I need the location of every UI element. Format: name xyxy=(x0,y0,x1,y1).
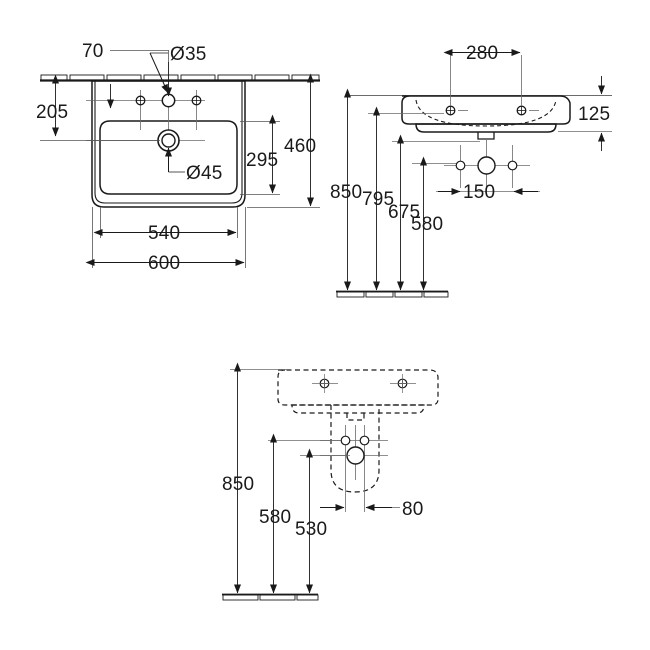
side-dim-580: 580 xyxy=(259,433,340,594)
plan-dim-460-label: 460 xyxy=(284,136,316,157)
plan-dim-295: 295 xyxy=(240,114,280,195)
plan-dia35-label: Ø35 xyxy=(170,44,207,65)
side-tap-hole-right xyxy=(390,374,416,393)
front-tap-hole-right xyxy=(516,55,539,116)
plan-wall-line xyxy=(40,74,320,82)
front-dim-675-label: 675 xyxy=(388,202,420,223)
side-view: 850 580 530 80 xyxy=(222,362,439,601)
front-dim-795-label: 795 xyxy=(362,189,394,210)
front-dim-280-label: 280 xyxy=(466,43,498,64)
plan-dim-295-label: 295 xyxy=(246,150,278,171)
front-dim-125: 125 xyxy=(558,76,612,151)
plan-leader-dia45: Ø45 xyxy=(165,147,223,184)
side-dim-580-label: 580 xyxy=(259,507,291,528)
front-connections xyxy=(444,140,530,190)
side-dim-530: 530 xyxy=(295,448,350,594)
front-dim-150: 150 xyxy=(436,182,540,203)
front-dim-580: 580 xyxy=(411,156,456,291)
front-basin-outline xyxy=(401,95,571,133)
side-tap-hole-left xyxy=(312,374,338,393)
front-floor-line xyxy=(336,290,449,298)
plan-dim-70-label: 70 xyxy=(82,41,104,62)
front-dim-125-label: 125 xyxy=(578,104,610,125)
front-dim-150-label: 150 xyxy=(463,182,495,203)
plan-dim-600: 600 xyxy=(85,207,246,274)
plan-dim-205-label: 205 xyxy=(36,102,68,123)
plan-leader-dia35: Ø35 xyxy=(149,44,207,94)
front-dim-280: 280 xyxy=(443,43,521,64)
plan-dim-460: 460 xyxy=(247,73,320,208)
front-dim-795: 795 xyxy=(362,106,444,291)
side-trap-shroud-dashed xyxy=(330,405,380,493)
side-dim-850-label: 850 xyxy=(222,474,254,495)
side-basin-dashed xyxy=(277,369,439,421)
plan-dim-540-label: 540 xyxy=(148,223,180,244)
plan-tap-hole-centre xyxy=(161,93,176,108)
plan-basin-outline xyxy=(91,80,246,208)
plan-view: 70 205 Ø35 Ø45 xyxy=(36,41,320,274)
front-dim-580-label: 580 xyxy=(411,214,443,235)
plan-centre-lines xyxy=(86,86,205,168)
front-bowl-dashed xyxy=(415,99,557,127)
side-dim-530-label: 530 xyxy=(295,519,327,540)
plan-dim-70: 70 xyxy=(82,41,172,97)
side-dim-80-label: 80 xyxy=(402,499,424,520)
front-tap-hole-left xyxy=(445,55,468,116)
front-dim-675: 675 xyxy=(388,134,480,291)
side-dim-850: 850 xyxy=(222,362,290,594)
side-floor-line xyxy=(222,593,319,601)
side-connections xyxy=(320,425,388,480)
front-waste-spigot xyxy=(477,132,495,140)
plan-tap-hole-left xyxy=(135,95,146,106)
plan-waste-hole xyxy=(157,129,180,152)
side-dim-80: 80 xyxy=(320,480,424,520)
front-dim-850: 850 xyxy=(330,88,402,291)
plan-dia45-label: Ø45 xyxy=(186,163,223,184)
plan-dim-600-label: 600 xyxy=(148,253,180,274)
plan-bowl-outline xyxy=(99,120,238,195)
plan-tap-hole-right xyxy=(191,95,202,106)
front-view: 280 125 xyxy=(330,43,612,298)
front-dim-850-label: 850 xyxy=(330,182,362,203)
plan-dim-205: 205 xyxy=(36,74,160,141)
plan-dim-540: 540 xyxy=(93,207,238,244)
